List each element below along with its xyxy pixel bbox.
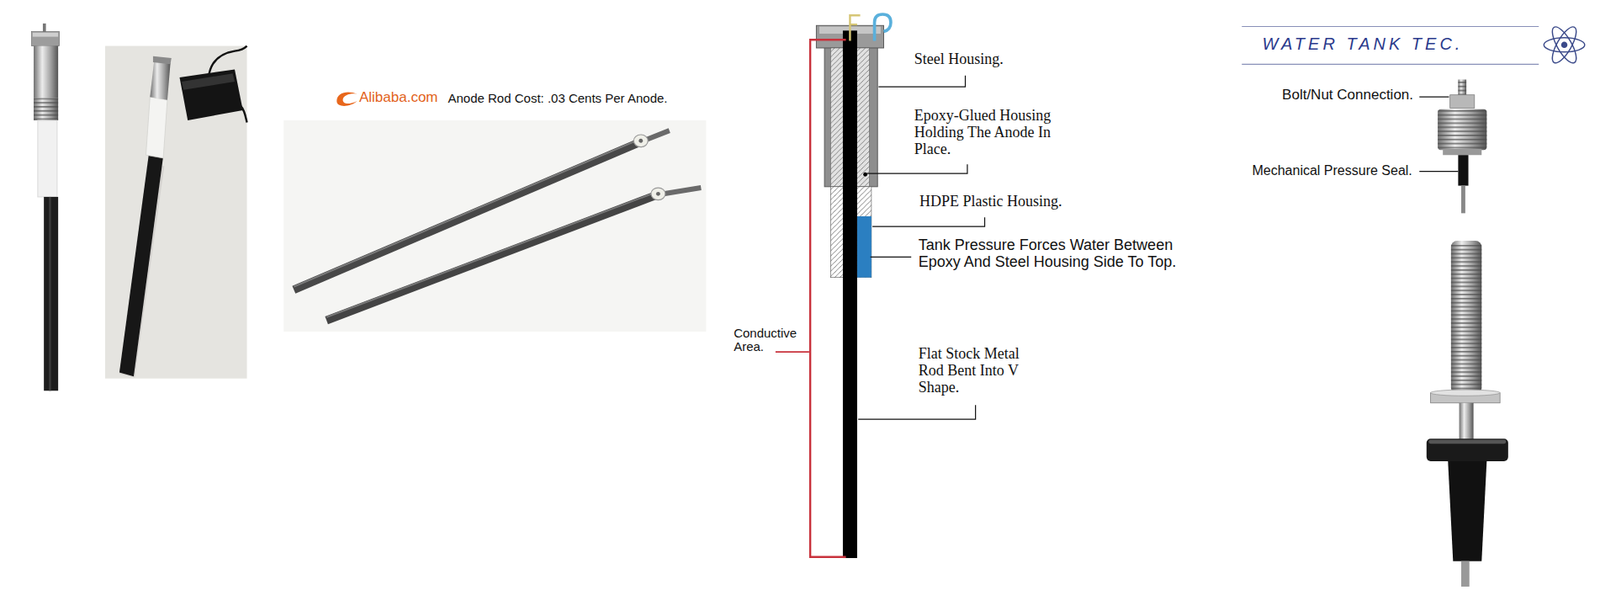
alibaba-logo-icon-shape	[336, 91, 357, 106]
leader-lines-shape	[867, 164, 968, 174]
leader-lines-shape	[858, 404, 975, 419]
threaded-rod-photo-shape	[1430, 389, 1500, 396]
anode-charger-photo-shape	[145, 96, 167, 159]
anode-photo-shape	[42, 23, 47, 33]
anode-photo-shape	[33, 46, 59, 99]
alibaba-logo-icon	[336, 91, 357, 106]
anode-photo-shape	[31, 31, 60, 47]
logo-text: WATER TANK TEC.	[1261, 34, 1463, 53]
anode-photo-shape	[48, 196, 51, 391]
part-label: Tank Pressure Forces Water Between Epoxy…	[918, 237, 1209, 271]
leader-lines	[858, 75, 1458, 419]
area-label: Conductive Area.	[733, 326, 803, 355]
rods-photo-shape	[651, 187, 666, 201]
fitting-photo-shape	[1437, 109, 1487, 150]
leader-lines-shape	[878, 75, 965, 87]
leader-lines-shape	[872, 217, 985, 227]
leader-lines-shape	[1419, 170, 1458, 172]
rods-photo	[283, 120, 706, 332]
anode-cross-section-shape	[863, 172, 868, 177]
fitting-photo-shape	[1457, 79, 1467, 98]
fitting-photo-shape	[1450, 95, 1475, 109]
fitting-photo	[1437, 79, 1487, 214]
anode-photo-shape	[37, 120, 58, 197]
water-tank-tec-logo-shape	[1241, 63, 1539, 65]
part-label: Flat Stock Metal Rod Bent Into V Shape.	[918, 345, 1045, 396]
anode-photo-shape	[43, 196, 59, 391]
part-label: Bolt/Nut Connection.	[1282, 87, 1414, 104]
rods-photo-shape	[633, 134, 648, 148]
water-tank-tec-logo-shape	[1547, 23, 1581, 66]
fitting-photo-shape	[1437, 109, 1487, 150]
water-tank-tec-logo	[1241, 23, 1585, 66]
rods-photo-shape	[326, 191, 657, 318]
leader-lines-shape	[870, 256, 912, 258]
logo-text: Alibaba.com	[359, 90, 439, 106]
anode-cross-section	[775, 14, 891, 558]
anode-charger-photo-shape	[179, 68, 243, 121]
cost-note: Anode Rod Cost: .03 Cents Per Anode.	[448, 91, 668, 106]
part-label: Epoxy-Glued Housing Holding The Anode In…	[914, 107, 1071, 158]
anode-charger-photo-shape	[149, 61, 170, 101]
anode-cross-section-shape	[857, 216, 872, 278]
water-tank-tec-logo-shape	[1543, 37, 1585, 53]
anode-cross-section-shape	[842, 30, 858, 558]
part-label: Mechanical Pressure Seal.	[1251, 163, 1412, 179]
threaded-rod-photo	[1426, 240, 1509, 587]
anode-charger-photo	[105, 46, 248, 379]
anode-cross-section-shape	[810, 39, 846, 557]
water-tank-tec-logo-shape	[1241, 26, 1539, 27]
anode-photo-shape	[33, 97, 59, 121]
threaded-rod-photo-shape	[1428, 439, 1506, 444]
threaded-rod-photo-shape	[1459, 402, 1474, 440]
anode-photo	[31, 23, 60, 391]
part-label: Steel Housing.	[914, 51, 1004, 69]
leader-lines-shape	[1419, 96, 1449, 98]
anode-photo-shape	[32, 32, 59, 38]
fitting-photo-shape	[1442, 148, 1482, 155]
part-label: HDPE Plastic Housing.	[919, 193, 1063, 211]
threaded-rod-photo-shape	[1461, 561, 1470, 587]
rods-photo-shape	[656, 191, 661, 197]
anode-cross-section-shape	[874, 14, 891, 42]
anode-charger-photo-shape	[119, 153, 164, 377]
water-tank-tec-logo	[1543, 23, 1585, 66]
anode-charger-photo-shape	[209, 46, 248, 75]
fitting-photo-shape	[1457, 154, 1468, 186]
anode-cross-section-shape	[849, 15, 860, 41]
anode-charger-photo-shape	[181, 73, 235, 90]
water-tank-tec-logo-shape	[1562, 42, 1568, 48]
rods-photo-shape	[283, 120, 706, 332]
threaded-rod-photo-shape	[1451, 240, 1482, 394]
anode-photo-shape	[33, 97, 59, 121]
rods-photo-shape	[638, 138, 643, 144]
threaded-rod-photo-shape	[1451, 244, 1482, 394]
anode-charger-photo-shape	[153, 56, 172, 65]
rods-photo-shape	[326, 195, 657, 321]
fitting-photo-shape	[1457, 79, 1467, 98]
anode-charger-photo-shape	[105, 46, 248, 379]
threaded-rod-photo-shape	[1447, 460, 1487, 562]
threaded-rod-photo-shape	[1426, 438, 1509, 461]
fitting-photo-shape	[1461, 185, 1466, 214]
water-tank-tec-logo-shape	[1547, 23, 1581, 66]
anode-cross-section-shape	[775, 350, 810, 353]
